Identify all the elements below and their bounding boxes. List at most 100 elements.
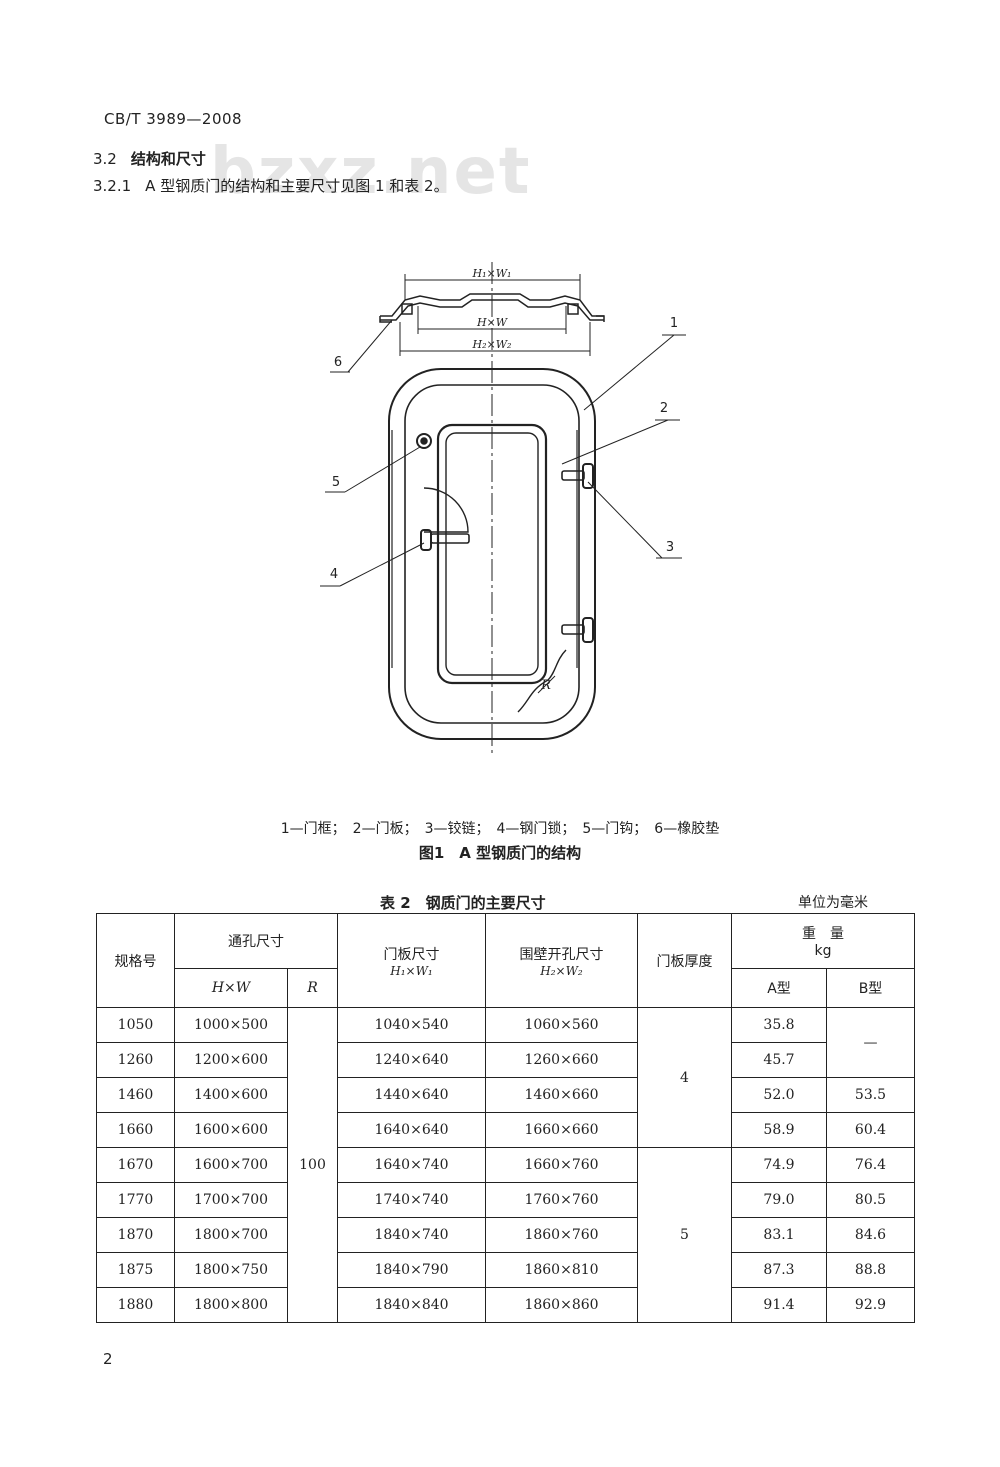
cell-weight-a: 79.0 <box>731 1182 827 1218</box>
cell-weight-b: 88.8 <box>826 1252 915 1288</box>
cell-spec: 1670 <box>96 1147 175 1183</box>
door-drawing: H₁×W₁ H×W H₂×W₂ R 1 2 3 4 5 6 <box>320 262 686 756</box>
callout-1: 1 <box>670 316 678 331</box>
dim-label-hw: H×W <box>476 316 509 329</box>
cell-panel: 1640×740 <box>337 1147 486 1183</box>
cell-weight-a: 83.1 <box>731 1217 827 1253</box>
cell-coaming: 1660×660 <box>485 1112 638 1148</box>
door-frame-inner <box>404 384 580 724</box>
callout-2: 2 <box>660 401 668 416</box>
header-opening-hw: H×W <box>174 968 288 1008</box>
cell-weight-a: 91.4 <box>731 1287 827 1323</box>
cell-opening-hw: 1600×700 <box>174 1147 288 1183</box>
cell-weight-a: 45.7 <box>731 1042 827 1078</box>
cell-panel: 1840×840 <box>337 1287 486 1323</box>
cell-weight-a: 87.3 <box>731 1252 827 1288</box>
cell-spec: 1880 <box>96 1287 175 1323</box>
cell-opening-hw: 1200×600 <box>174 1042 288 1078</box>
cell-coaming: 1760×760 <box>485 1182 638 1218</box>
cell-spec: 1875 <box>96 1252 175 1288</box>
cell-thickness: 4 <box>637 1007 732 1148</box>
callout-leaders <box>320 319 686 587</box>
cell-opening-hw: 1000×500 <box>174 1007 288 1043</box>
cell-weight-b: 60.4 <box>826 1112 915 1148</box>
cell-opening-hw: 1800×700 <box>174 1217 288 1253</box>
door-frame-outer <box>388 368 596 740</box>
cell-weight-b: 53.5 <box>826 1077 915 1113</box>
window-opening-outer <box>436 423 548 685</box>
table-unit: 单位为毫米 <box>798 895 868 911</box>
cell-opening-hw: 1400×600 <box>174 1077 288 1113</box>
cell-weight-a: 35.8 <box>731 1007 827 1043</box>
header-weight-a: A型 <box>731 968 827 1008</box>
cell-coaming: 1860×860 <box>485 1287 638 1323</box>
cell-spec: 1050 <box>96 1007 175 1043</box>
cell-weight-a: 52.0 <box>731 1077 827 1113</box>
cell-opening-hw: 1800×750 <box>174 1252 288 1288</box>
cell-opening-hw: 1800×800 <box>174 1287 288 1323</box>
cell-panel: 1840×740 <box>337 1217 486 1253</box>
header-weight-b: B型 <box>826 968 915 1008</box>
cell-coaming: 1260×660 <box>485 1042 638 1078</box>
page-number: 2 <box>103 1350 113 1368</box>
cell-weight-a: 58.9 <box>731 1112 827 1148</box>
cutaway-edge <box>517 649 567 713</box>
section-title: 结构和尺寸 <box>130 150 206 168</box>
cell-panel: 1640×640 <box>337 1112 486 1148</box>
cell-panel: 1440×640 <box>337 1077 486 1113</box>
cell-weight-b: 92.9 <box>826 1287 915 1323</box>
section-number: 3.2 <box>93 150 117 168</box>
dim-label-h1w1: H₁×W₁ <box>472 267 512 280</box>
cell-thickness: 5 <box>637 1147 732 1323</box>
cell-opening-r: 100 <box>287 1007 338 1323</box>
cell-panel: 1740×740 <box>337 1182 486 1218</box>
header-thickness: 门板厚度 <box>637 913 732 1008</box>
standard-code: CB/T 3989—2008 <box>104 110 243 128</box>
cell-opening-hw: 1700×700 <box>174 1182 288 1218</box>
cell-panel: 1840×790 <box>337 1252 486 1288</box>
cell-spec: 1870 <box>96 1217 175 1253</box>
cell-panel: 1240×640 <box>337 1042 486 1078</box>
cell-spec: 1770 <box>96 1182 175 1218</box>
cell-weight-b: 84.6 <box>826 1217 915 1253</box>
door-hook-icon <box>416 433 432 449</box>
clause-text: 3.2.1 A 型钢质门的结构和主要尺寸见图 1 和表 2。 <box>93 175 449 196</box>
callout-4: 4 <box>330 567 338 582</box>
radius-label: R <box>540 678 551 693</box>
header-opening: 通孔尺寸 <box>174 913 338 969</box>
cell-spec: 1460 <box>96 1077 175 1113</box>
cell-spec: 1660 <box>96 1112 175 1148</box>
cell-panel: 1040×540 <box>337 1007 486 1043</box>
callout-3: 3 <box>666 540 674 555</box>
cell-spec: 1260 <box>96 1042 175 1078</box>
clause-body: A 型钢质门的结构和主要尺寸见图 1 和表 2。 <box>145 177 449 195</box>
figure-caption: 图1 A 型钢质门的结构 <box>418 844 582 862</box>
door-lock-icon <box>420 487 470 551</box>
header-spec: 规格号 <box>96 913 175 1008</box>
callout-6: 6 <box>334 355 342 370</box>
dim-label-h2w2: H₂×W₂ <box>472 338 512 351</box>
clause-number: 3.2.1 <box>93 177 132 195</box>
window-opening-inner <box>445 432 539 676</box>
figure-legend: 1—门框； 2—门板； 3—铰链； 4—钢门锁； 5—门钩； 6—橡胶垫 <box>280 821 720 837</box>
cell-weight-b: 80.5 <box>826 1182 915 1218</box>
hinge-bottom-icon <box>561 617 594 643</box>
cell-weight-b: — <box>826 1007 915 1078</box>
table-caption: 表 2 钢质门的主要尺寸 <box>380 894 546 912</box>
door-section-profile <box>379 293 605 323</box>
header-opening-r: R <box>287 968 338 1008</box>
section-heading: 3.2 结构和尺寸 <box>93 148 206 169</box>
hinge-top-icon <box>561 463 594 489</box>
